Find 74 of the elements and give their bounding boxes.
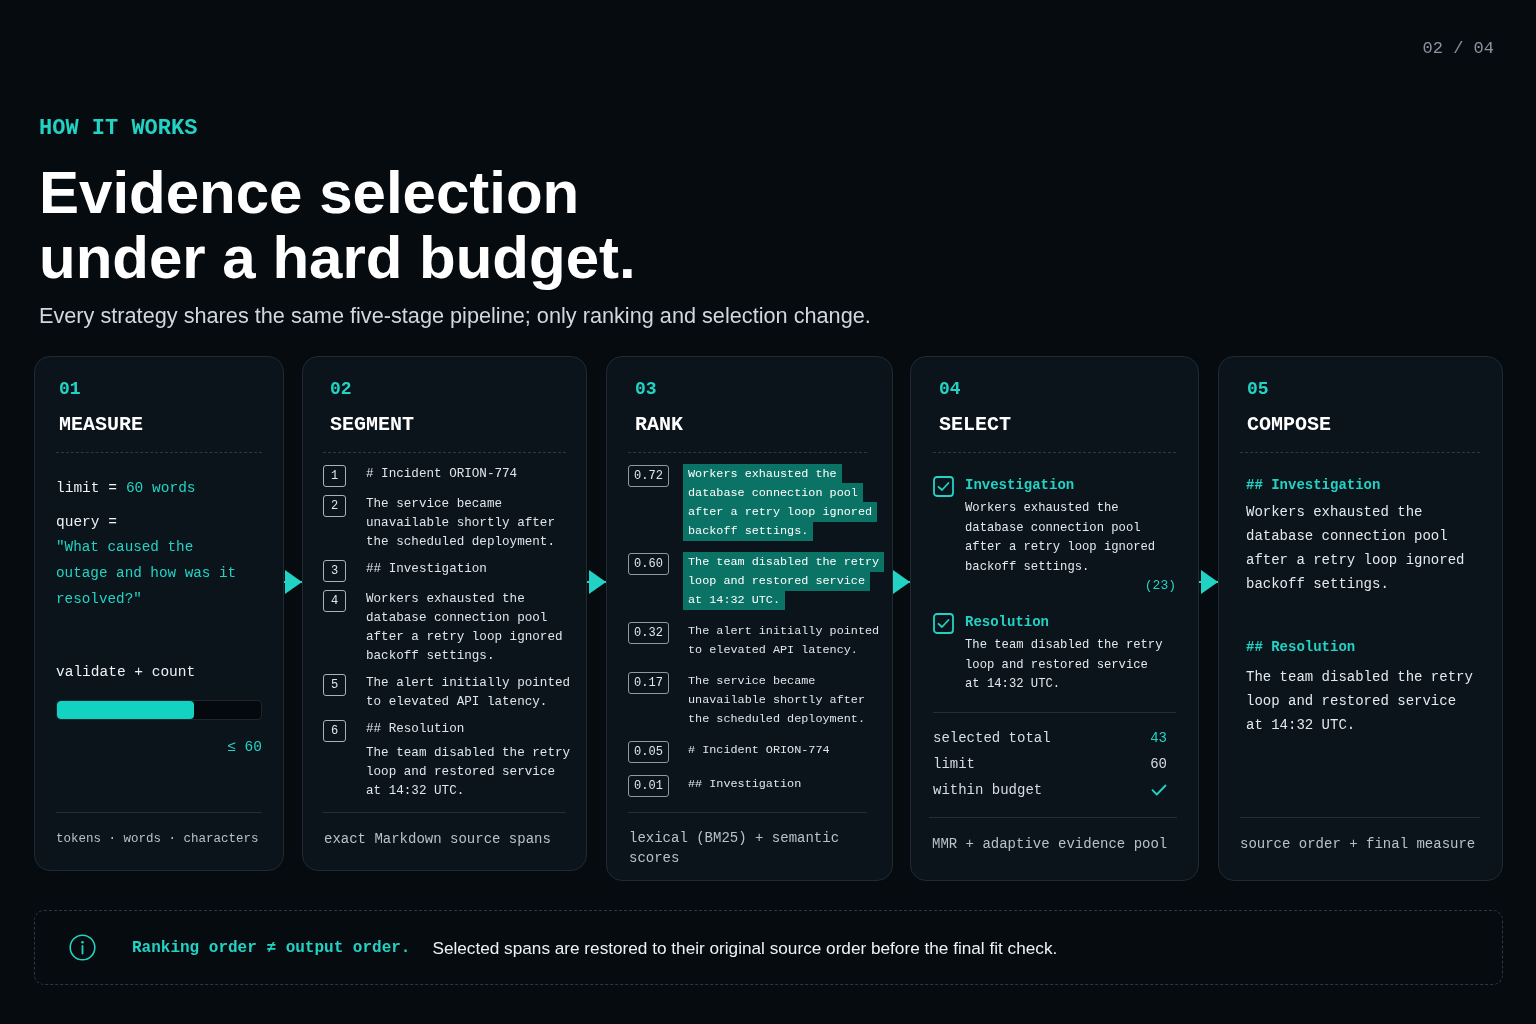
segment-text: Workers exhausted the database connection pool after a retry loop ignored backoff settings. [366, 591, 564, 665]
subtitle: Every strategy shares the same five-stage pipeline; only ranking and selection change. [39, 303, 871, 329]
step-number: 04 [939, 378, 961, 401]
flow-arrow [283, 570, 303, 594]
summary-value: 60 [1150, 754, 1167, 774]
number-box: 4 [323, 590, 346, 612]
score-box: 0.17 [628, 672, 669, 694]
page-number: 02 / 04 [1422, 38, 1494, 60]
stage-card [910, 356, 1199, 881]
section-heading: ## Investigation [1246, 476, 1381, 495]
footer-note: MMR + adaptive evidence pool [932, 835, 1168, 854]
step-number: 03 [635, 378, 657, 401]
number-box: 3 [323, 560, 346, 582]
note-bar [34, 910, 1503, 985]
stage-card [1218, 356, 1503, 881]
composed-text: Workers exhausted the database connection pool after a retry loop ignored backoff settings. [1246, 503, 1466, 594]
composed-text: The team disabled the retry loop and restored service at 14:32 UTC. [1246, 668, 1474, 735]
flow-arrow [1198, 570, 1219, 594]
section-heading: Resolution [965, 613, 1049, 632]
step-number: 05 [1247, 378, 1269, 401]
step-title: SELECT [939, 413, 1011, 437]
footer-note: source order + final measure [1240, 835, 1476, 854]
step-title: RANK [635, 413, 683, 437]
summary-label: within budget [933, 780, 1043, 800]
stage-card [34, 356, 284, 871]
ranked-text: # Incident ORION-774 [688, 742, 831, 759]
word-count: (23) [1144, 577, 1176, 595]
stage-card [302, 356, 587, 871]
number-box: 1 [323, 465, 346, 487]
step-title: COMPOSE [1247, 413, 1331, 437]
eyebrow-label: HOW IT WORKS [39, 116, 198, 142]
flow-arrow [892, 570, 911, 594]
code-text: query = [56, 513, 117, 532]
code-text: limit = [56, 479, 117, 498]
selected-text: The team disabled the retry loop and restored service at 14:32 UTC. [965, 637, 1164, 693]
segment-text: ## Resolution [366, 721, 466, 738]
score-box: 0.32 [628, 622, 669, 644]
number-box: 6 [323, 720, 346, 742]
ranked-text: ## Investigation [688, 776, 803, 793]
number-box: 5 [323, 674, 346, 696]
stage-card [606, 356, 893, 881]
note-text: Selected spans are restored to their original source order before the final fit check. [432, 936, 1058, 959]
ranked-text: The service became unavailable shortly after the scheduled deployment. [688, 673, 866, 728]
segment-text: ## Investigation [366, 561, 488, 578]
number-box: 2 [323, 495, 346, 517]
summary-label: limit [933, 754, 975, 774]
footer-note: exact Markdown source spans [324, 830, 551, 849]
step-number: 02 [330, 378, 352, 401]
score-box: 0.60 [628, 553, 669, 575]
step-title: MEASURE [59, 413, 143, 437]
ranked-text: The alert initially pointed to elevated API latency. [688, 623, 881, 659]
footer-note: lexical (BM25) + semantic scores [629, 829, 841, 868]
note-emphasis: Ranking order ≠ output order. [132, 937, 411, 959]
summary-label: selected total [933, 728, 1051, 748]
segment-text: The service became unavailable shortly after the scheduled deployment. [366, 496, 556, 551]
segment-text: The team disabled the retry loop and restored service at 14:32 UTC. [366, 745, 572, 800]
section-heading: ## Resolution [1246, 638, 1356, 657]
segment-text: # Incident ORION-774 [366, 466, 519, 483]
selected-text: Workers exhausted the database connection pool after a retry loop ignored backoff settings. [965, 500, 1157, 576]
code-text: validate + count [56, 663, 196, 682]
score-box: 0.72 [628, 465, 669, 487]
limit-value: ≤ 60 [227, 738, 262, 757]
score-box: 0.01 [628, 775, 669, 797]
summary-value: 43 [1150, 728, 1167, 748]
step-number: 01 [59, 378, 81, 401]
section-heading: Investigation [965, 476, 1075, 495]
code-value: 60 words [125, 479, 196, 498]
flow-arrow [586, 570, 607, 594]
footer-note: tokens · words · characters [56, 831, 259, 848]
page-title: Evidence selection under a hard budget. [39, 160, 637, 290]
step-title: SEGMENT [330, 413, 414, 437]
segment-text: The alert initially pointed to elevated API latency. [366, 675, 572, 711]
score-box: 0.05 [628, 741, 669, 763]
query-text: "What caused the outage and how was it resolved?" [56, 538, 238, 609]
